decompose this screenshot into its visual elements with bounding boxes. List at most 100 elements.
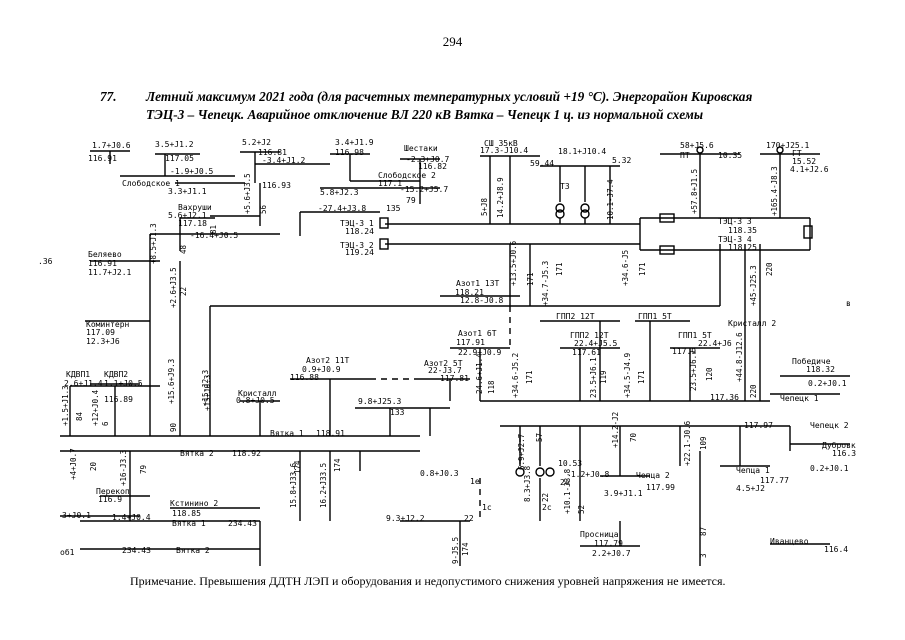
label-ob1: об1	[60, 547, 75, 557]
label-3-5-j1-2: 3.5+J1.2	[155, 140, 194, 149]
flow-9-j5-5: 9-J5.5	[451, 537, 460, 564]
flow-48: 48	[179, 244, 188, 254]
label-118-92: 118.92	[232, 449, 261, 458]
node-labels: 1.7+J0.6 116.91 3.5+J1.2 117.05 -1.9+J0.…	[38, 138, 856, 558]
label-0-9-j0-9: 0.9+J0.9	[302, 365, 341, 374]
flow-13-5-j0-6: +13.5+J0.6	[509, 240, 518, 286]
label-kstinino-2: Кстинино 2	[170, 499, 218, 508]
label-1c: 1c	[482, 503, 492, 512]
flow-10-1-j3-8: +10.1-J3.8	[563, 468, 572, 514]
label-116-98: 116.98	[335, 148, 364, 157]
label-5-32: 5.32	[612, 156, 631, 165]
title-line-1: Летний максимум 2021 года (для расчетных…	[146, 89, 753, 104]
label-10-53: 10.53	[558, 459, 582, 468]
label-prosnica: Просница	[580, 530, 619, 539]
label-117-18: 117.18	[178, 219, 207, 228]
flow-22-b: 22	[541, 493, 550, 502]
flow-56: 56	[259, 204, 268, 214]
label-5-2-j2: 5.2+J2	[242, 138, 271, 147]
flow-5-j8: 5+J8	[480, 197, 489, 216]
label-edge: в	[846, 299, 851, 308]
label-kdvp1: КДВП1	[66, 370, 90, 379]
label-22-9-j0-9: 22.9+J0.9	[458, 348, 502, 357]
flow-14-2-j2: +14.2-J2	[611, 412, 620, 448]
power-grid-diagram: 1.7+J0.6 116.91 3.5+J1.2 117.05 -1.9+J0.…	[38, 138, 856, 566]
label-2-2-j0-7: 2.2+J0.7	[592, 549, 631, 558]
flow-87: 87	[699, 527, 708, 536]
label-117-09: 117.09	[86, 328, 115, 337]
label-perekop: Перекоп	[96, 487, 130, 496]
label-22-j3-7: 22-J3.7	[428, 366, 462, 375]
label-azot1-13t: Азот1 13Т	[456, 279, 500, 288]
label-1e: 1e	[470, 477, 480, 486]
flow-34-5-j4-9: +34.5-J4.9	[623, 353, 632, 398]
label-1-4-j0-4: 1.4+J0.4	[112, 513, 151, 522]
footnote: Примечание. Превышения ДДТН ЛЭП и оборуд…	[130, 574, 726, 588]
label-116-91: 116.91	[88, 154, 117, 163]
label-117-9: 117.9	[672, 347, 696, 356]
label-117-05: 117.05	[165, 154, 194, 163]
flow-15-6-j9-3: +15.6+J9.3	[167, 359, 176, 404]
disconnected-lines	[370, 306, 521, 521]
label-117-97: 117.97	[744, 421, 773, 430]
flow-70: 70	[629, 432, 638, 442]
label-vyatka-2: Вятка 2	[180, 449, 214, 458]
label-11-7-j2-1: 11.7+J2.1	[88, 268, 132, 277]
flow-81: 81	[209, 225, 218, 234]
label-36: .36	[38, 257, 53, 266]
label-2-6-j1-4: 2.6+J1.4	[64, 379, 103, 388]
label-116-89: 116.89	[104, 395, 133, 404]
flow-171-b: 171	[555, 262, 564, 276]
label-118-21: 118.21	[455, 288, 484, 297]
flow-165-4-j8-3: +165.4-J8.3	[770, 166, 779, 216]
label-234-43: 234.43	[228, 519, 257, 528]
label-170-j25-1: 170+J25.1	[766, 141, 810, 150]
flow-109: 109	[699, 436, 708, 450]
label-2c: 2c	[542, 503, 552, 512]
label-chepca-1: Чепца 1	[736, 466, 770, 475]
label-chepca-2: Чепца 2	[636, 471, 670, 480]
label-12-8-j0-8: 12.8-J0.8	[460, 296, 504, 305]
label-m1-2-j0-8: -1.2+J0.8	[566, 470, 610, 479]
label-22-4-j5-5: 22.4+J5.5	[574, 339, 618, 348]
label-vahrushi: Вахруши	[178, 203, 212, 212]
label-117-77: 117.77	[760, 476, 789, 485]
label-azot2-5t: Азот2 5Т	[424, 359, 463, 368]
label-4-5-j2: 4.5+J2	[736, 484, 765, 493]
label-118-85: 118.85	[172, 509, 201, 518]
flow-8-5-j1-3: +8.5+J1.3	[149, 223, 158, 264]
label-gpp1-5t-b: ГПП1 5Т	[678, 331, 712, 340]
label-58-j5-6: 58+J5.6	[680, 141, 714, 150]
label-116-4: 116.4	[824, 545, 848, 554]
label-tec-3-4: ТЭЦ-3 4	[718, 235, 752, 244]
label-117-61: 117.61	[572, 348, 601, 357]
label-pobedichi: Победиче	[792, 356, 831, 366]
flow-118: 118	[487, 380, 496, 394]
label-gt: ГТ	[792, 149, 802, 158]
label-135: 135	[386, 204, 401, 213]
label-12-3-j6: 12.3+J6	[86, 337, 120, 346]
label-3-9-j1-1: 3.9+J1.1	[604, 489, 643, 498]
flow-14-2-j8-9: 14.2+J8.9	[496, 177, 505, 218]
flow-119: 119	[599, 370, 608, 384]
flow-3: 3	[699, 553, 708, 558]
flow-220-b: 220	[749, 384, 758, 398]
flow-174-c: 174	[461, 542, 470, 556]
label-116-88: 116.88	[290, 373, 319, 382]
label-22-4-j6: 22.4+J6	[698, 339, 732, 348]
flow-16-2-j33-5: 16.2+J33.5	[319, 463, 328, 508]
label-79: 79	[406, 196, 416, 205]
label-slobodskoe-2: Слободское 2	[378, 170, 436, 180]
label-kristall-2: Кристалл 2	[728, 319, 776, 328]
flow-8-3-j3-8: 8.3+J3.8	[523, 465, 532, 502]
page-number: 294	[442, 34, 463, 49]
label-9-8-j25-3: 9.8+J25.3	[358, 397, 402, 406]
label-tec-3-3: ТЭЦ-3 3	[718, 217, 752, 226]
label-kristall: Кристалл	[238, 389, 277, 398]
label-234-43b: 234.43	[122, 546, 151, 555]
label-116-9: 116.9	[98, 495, 122, 504]
label-kdvp2: КДВП2	[104, 370, 128, 379]
flow-6-9-j2-7: 6.9+J2.7	[517, 434, 526, 470]
flow-34-7-j5-3: +34.7-J5.3	[541, 261, 550, 306]
label-119-24: 119.24	[345, 248, 374, 257]
